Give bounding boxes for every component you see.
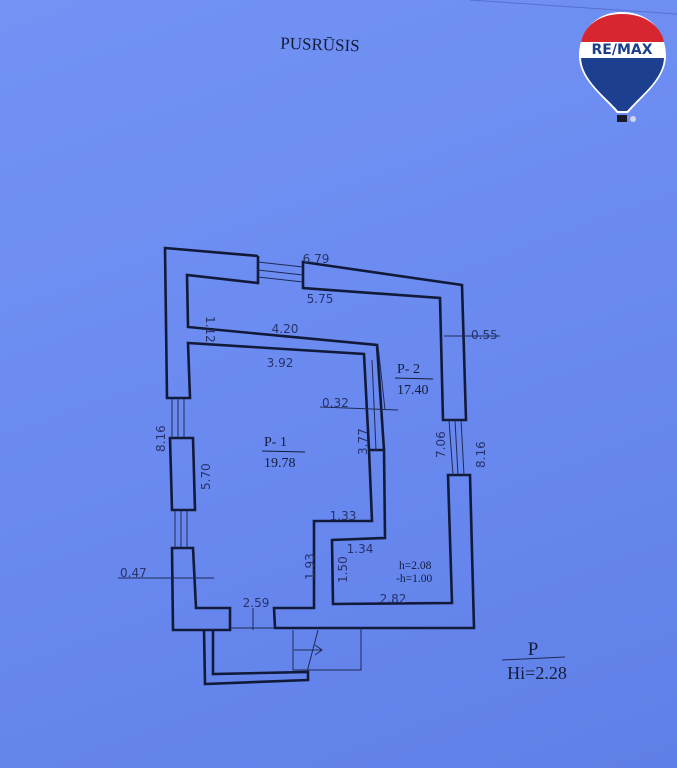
dim-right-wall: 0.55 bbox=[471, 328, 498, 342]
dim-line-032 bbox=[319, 406, 399, 411]
plan-title: PUSRŪSIS bbox=[280, 34, 360, 56]
remax-balloon-logo: RE/MAX bbox=[579, 12, 666, 122]
dim-left-wall: 0.47 bbox=[120, 566, 147, 580]
room-area: 19.78 bbox=[264, 456, 296, 471]
window-top bbox=[257, 261, 304, 283]
windows bbox=[171, 261, 465, 673]
wall-left-mid bbox=[168, 436, 197, 512]
dim-step-top: 1.33 bbox=[330, 509, 357, 523]
dim-step-bottom: 1.34 bbox=[347, 542, 374, 556]
dim-p2-lower: 1.50 bbox=[336, 556, 350, 583]
dimension-markers bbox=[118, 335, 566, 661]
wall-left-bottom bbox=[170, 546, 232, 632]
room-p1-label: P- 1 19.78 bbox=[261, 435, 306, 471]
logo-text: RE/MAX bbox=[591, 42, 652, 58]
depth-label: -h=1.00 bbox=[396, 573, 432, 585]
window-right bbox=[448, 419, 465, 476]
window-left-upper bbox=[171, 398, 185, 438]
legend-height: Hi=2.28 bbox=[507, 663, 567, 683]
dim-bottom-p2: 2.82 bbox=[380, 592, 407, 606]
door-bottom bbox=[230, 608, 275, 630]
wall-corridor bbox=[185, 256, 386, 451]
dimension-labels: 6.79 5.75 1.12 4.20 3.92 0.55 0.32 8.16 … bbox=[120, 252, 498, 610]
dim-left-outer: 8.16 bbox=[154, 425, 168, 452]
dim-right-inner: 7.06 bbox=[434, 431, 448, 458]
dim-partition-height: 3.77 bbox=[356, 428, 370, 455]
entrance-stairs bbox=[292, 628, 362, 673]
fraction-line bbox=[394, 377, 434, 380]
legend-p: P bbox=[528, 639, 539, 660]
paper-fold-line bbox=[469, 0, 677, 15]
partition-lines bbox=[371, 344, 386, 451]
window-left-lower bbox=[174, 510, 188, 548]
dim-corridor-width: 1.12 bbox=[203, 316, 217, 343]
room-p2-label: P- 2 17.40 bbox=[394, 362, 434, 398]
room-id: P- 1 bbox=[264, 435, 287, 450]
dim-partition: 0.32 bbox=[322, 396, 349, 410]
walls bbox=[163, 246, 476, 686]
dim-wall-inner: 3.92 bbox=[267, 356, 294, 370]
wall-left-top bbox=[163, 246, 371, 451]
porch-wall bbox=[202, 629, 310, 686]
wall-top-right bbox=[301, 260, 468, 422]
room-area: 17.40 bbox=[397, 383, 429, 398]
dim-wall-outer: 4.20 bbox=[272, 322, 299, 336]
room-id: P- 2 bbox=[397, 362, 420, 377]
dim-top-inner: 5.75 bbox=[307, 292, 334, 306]
wall-partition-bottom bbox=[272, 448, 476, 630]
dim-bottom-p1: 2.59 bbox=[243, 596, 270, 610]
dim-right-outer: 8.16 bbox=[474, 441, 488, 468]
legend-line bbox=[501, 656, 566, 661]
fraction-line bbox=[261, 450, 306, 453]
height-label: h=2.08 bbox=[399, 560, 432, 572]
dim-top-outer: 6.79 bbox=[303, 252, 330, 266]
dim-p1-lower: 1.93 bbox=[303, 553, 317, 580]
dim-left-inner: 5.70 bbox=[199, 463, 213, 490]
